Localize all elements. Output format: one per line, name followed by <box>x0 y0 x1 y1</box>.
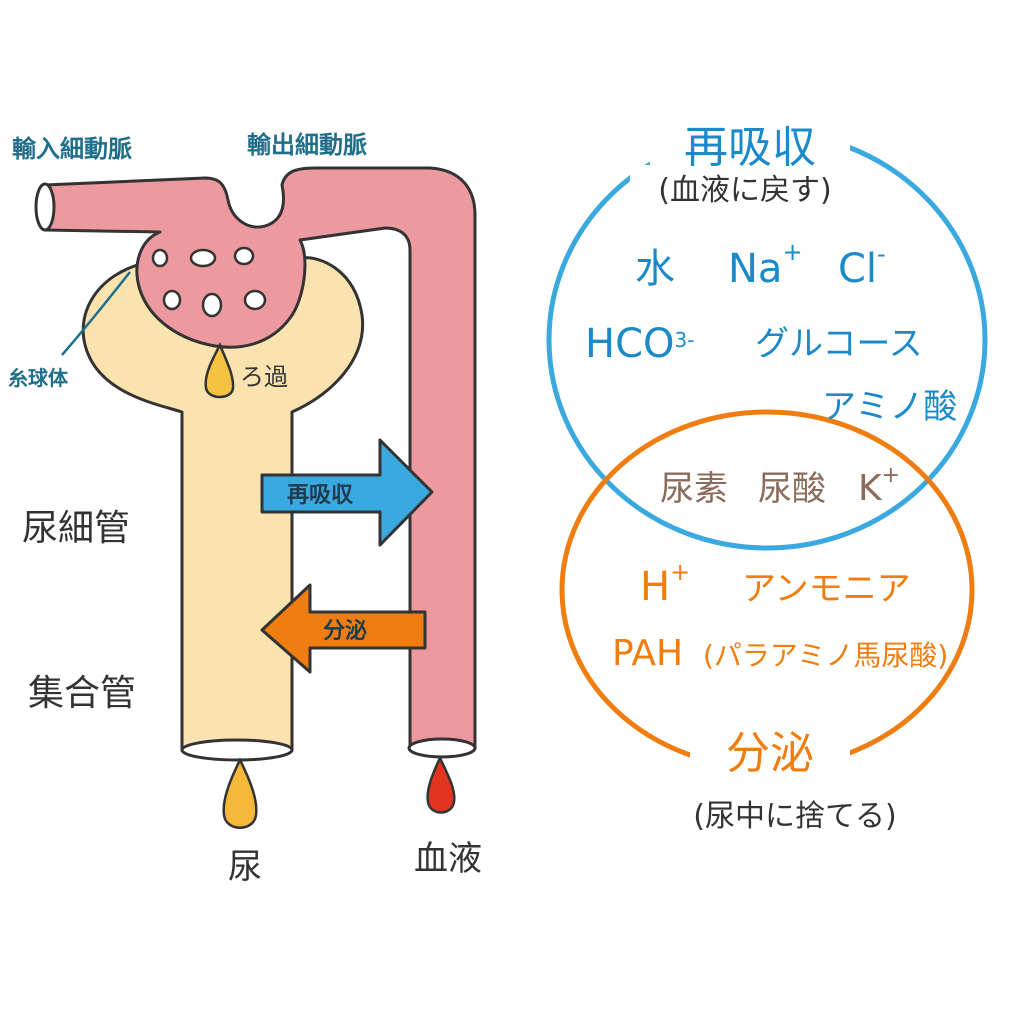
both-item-uric-acid: 尿酸 <box>758 469 826 509</box>
reabsorption-subtitle: (血液に戻す) <box>658 173 831 208</box>
afferent-arteriole-label: 輸入細動脈 <box>12 135 132 163</box>
secretion-subtitle: (尿中に捨てる) <box>693 799 896 834</box>
secr-item-ammonia: アンモニア <box>742 569 911 609</box>
reab-item-na: Na+ <box>728 238 803 292</box>
blood-label: 血液 <box>414 839 482 879</box>
glomerulus-label: 糸球体 <box>8 366 69 390</box>
both-item-urea: 尿素 <box>660 469 728 509</box>
reabsorption-arrow: 再吸収 <box>260 438 434 547</box>
filtrate-drop <box>204 342 235 399</box>
glomerulus-pointer <box>61 271 131 356</box>
filtration-label: ろ過 <box>240 363 288 391</box>
efferent-arteriole-label: 輸出細動脈 <box>247 131 367 159</box>
blood-drop <box>426 755 456 814</box>
reab-item-glucose: グルコース <box>755 324 923 364</box>
reabsorption-title: 再吸収 <box>684 122 816 173</box>
tubule-label: 尿細管 <box>22 508 130 549</box>
secretion-title: 分泌 <box>726 728 814 779</box>
urine-drop <box>222 757 258 829</box>
reabsorption-arrow-label: 再吸収 <box>287 483 354 508</box>
glomerulus-pores <box>151 246 267 318</box>
secr-item-pah: PAH <box>612 633 683 674</box>
reab-item-hco3: HCO3- <box>585 321 694 367</box>
urine-label: 尿 <box>228 847 262 887</box>
collecting-duct-label: 集合管 <box>28 673 136 714</box>
reab-item-amino-acid: アミノ酸 <box>822 387 957 427</box>
secretion-arrow-label: 分泌 <box>323 618 367 644</box>
secr-item-pah-name: (パラアミノ馬尿酸) <box>703 639 948 672</box>
secr-item-h: H+ <box>640 558 690 610</box>
blood-vessel <box>34 166 477 759</box>
both-item-k: K+ <box>858 463 900 509</box>
reab-item-cl: Cl- <box>838 240 886 292</box>
reab-item-water: 水 <box>635 246 675 292</box>
secretion-arrow: 分泌 <box>260 583 427 674</box>
